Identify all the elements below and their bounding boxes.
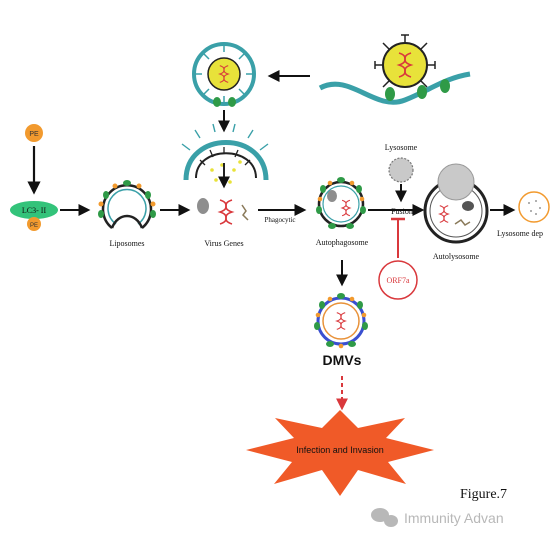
endocytosed-virus-group [192, 42, 256, 107]
virus-uncoating-group [181, 123, 269, 225]
lc3-node [10, 201, 58, 219]
autophagosome-label: Autophagosome [316, 238, 369, 247]
vesicle-grey-icon [197, 198, 209, 214]
liposome-icon [98, 180, 156, 229]
lysosome-dep-label: Lysosome dep [497, 229, 543, 238]
receptor-green-far [440, 79, 450, 93]
pe-group: PE LC3- II PE [10, 124, 58, 231]
virus-genes-label: Virus Genes [204, 239, 243, 248]
phagocytic-label: Phagocytic [264, 216, 295, 224]
liposomes-label: Liposomes [109, 239, 144, 248]
receptor-green-left [385, 87, 395, 101]
fusion-label: Fusion [391, 207, 413, 216]
orf7a-node [378, 260, 418, 300]
figure-caption: Figure.7 [460, 487, 507, 502]
pe-bottom-node [27, 217, 41, 231]
receptor-green-right [417, 85, 427, 99]
watermark-text: Immunity Advan [404, 510, 504, 526]
lysosome-label: Lysosome [385, 143, 418, 152]
autolysosome-label: Autolysosome [433, 252, 480, 261]
orf7a-inhibition [391, 217, 405, 258]
wechat-logo-icon [371, 508, 398, 527]
pe-top-node [25, 124, 43, 142]
autophagosome-icon [316, 177, 366, 229]
virus-attachment-group [318, 34, 471, 105]
orf7a-label: ORF7a [386, 276, 410, 285]
lysosome-dep-icon [518, 191, 550, 223]
dmv-icon [314, 293, 368, 349]
lc3-label: LC3- II [22, 206, 47, 215]
virus-particle-icon [374, 34, 436, 88]
infection-label: Infection and Invasion [296, 445, 384, 455]
lysosome-icon [388, 157, 414, 183]
autolysosome-icon [423, 163, 489, 244]
pe-bottom-label: PE [30, 223, 38, 229]
virus-particle-icon [207, 57, 241, 91]
dmvs-label: DMVs [323, 352, 362, 368]
infection-burst-shape [246, 410, 434, 496]
pe-top-label: PE [29, 131, 39, 138]
